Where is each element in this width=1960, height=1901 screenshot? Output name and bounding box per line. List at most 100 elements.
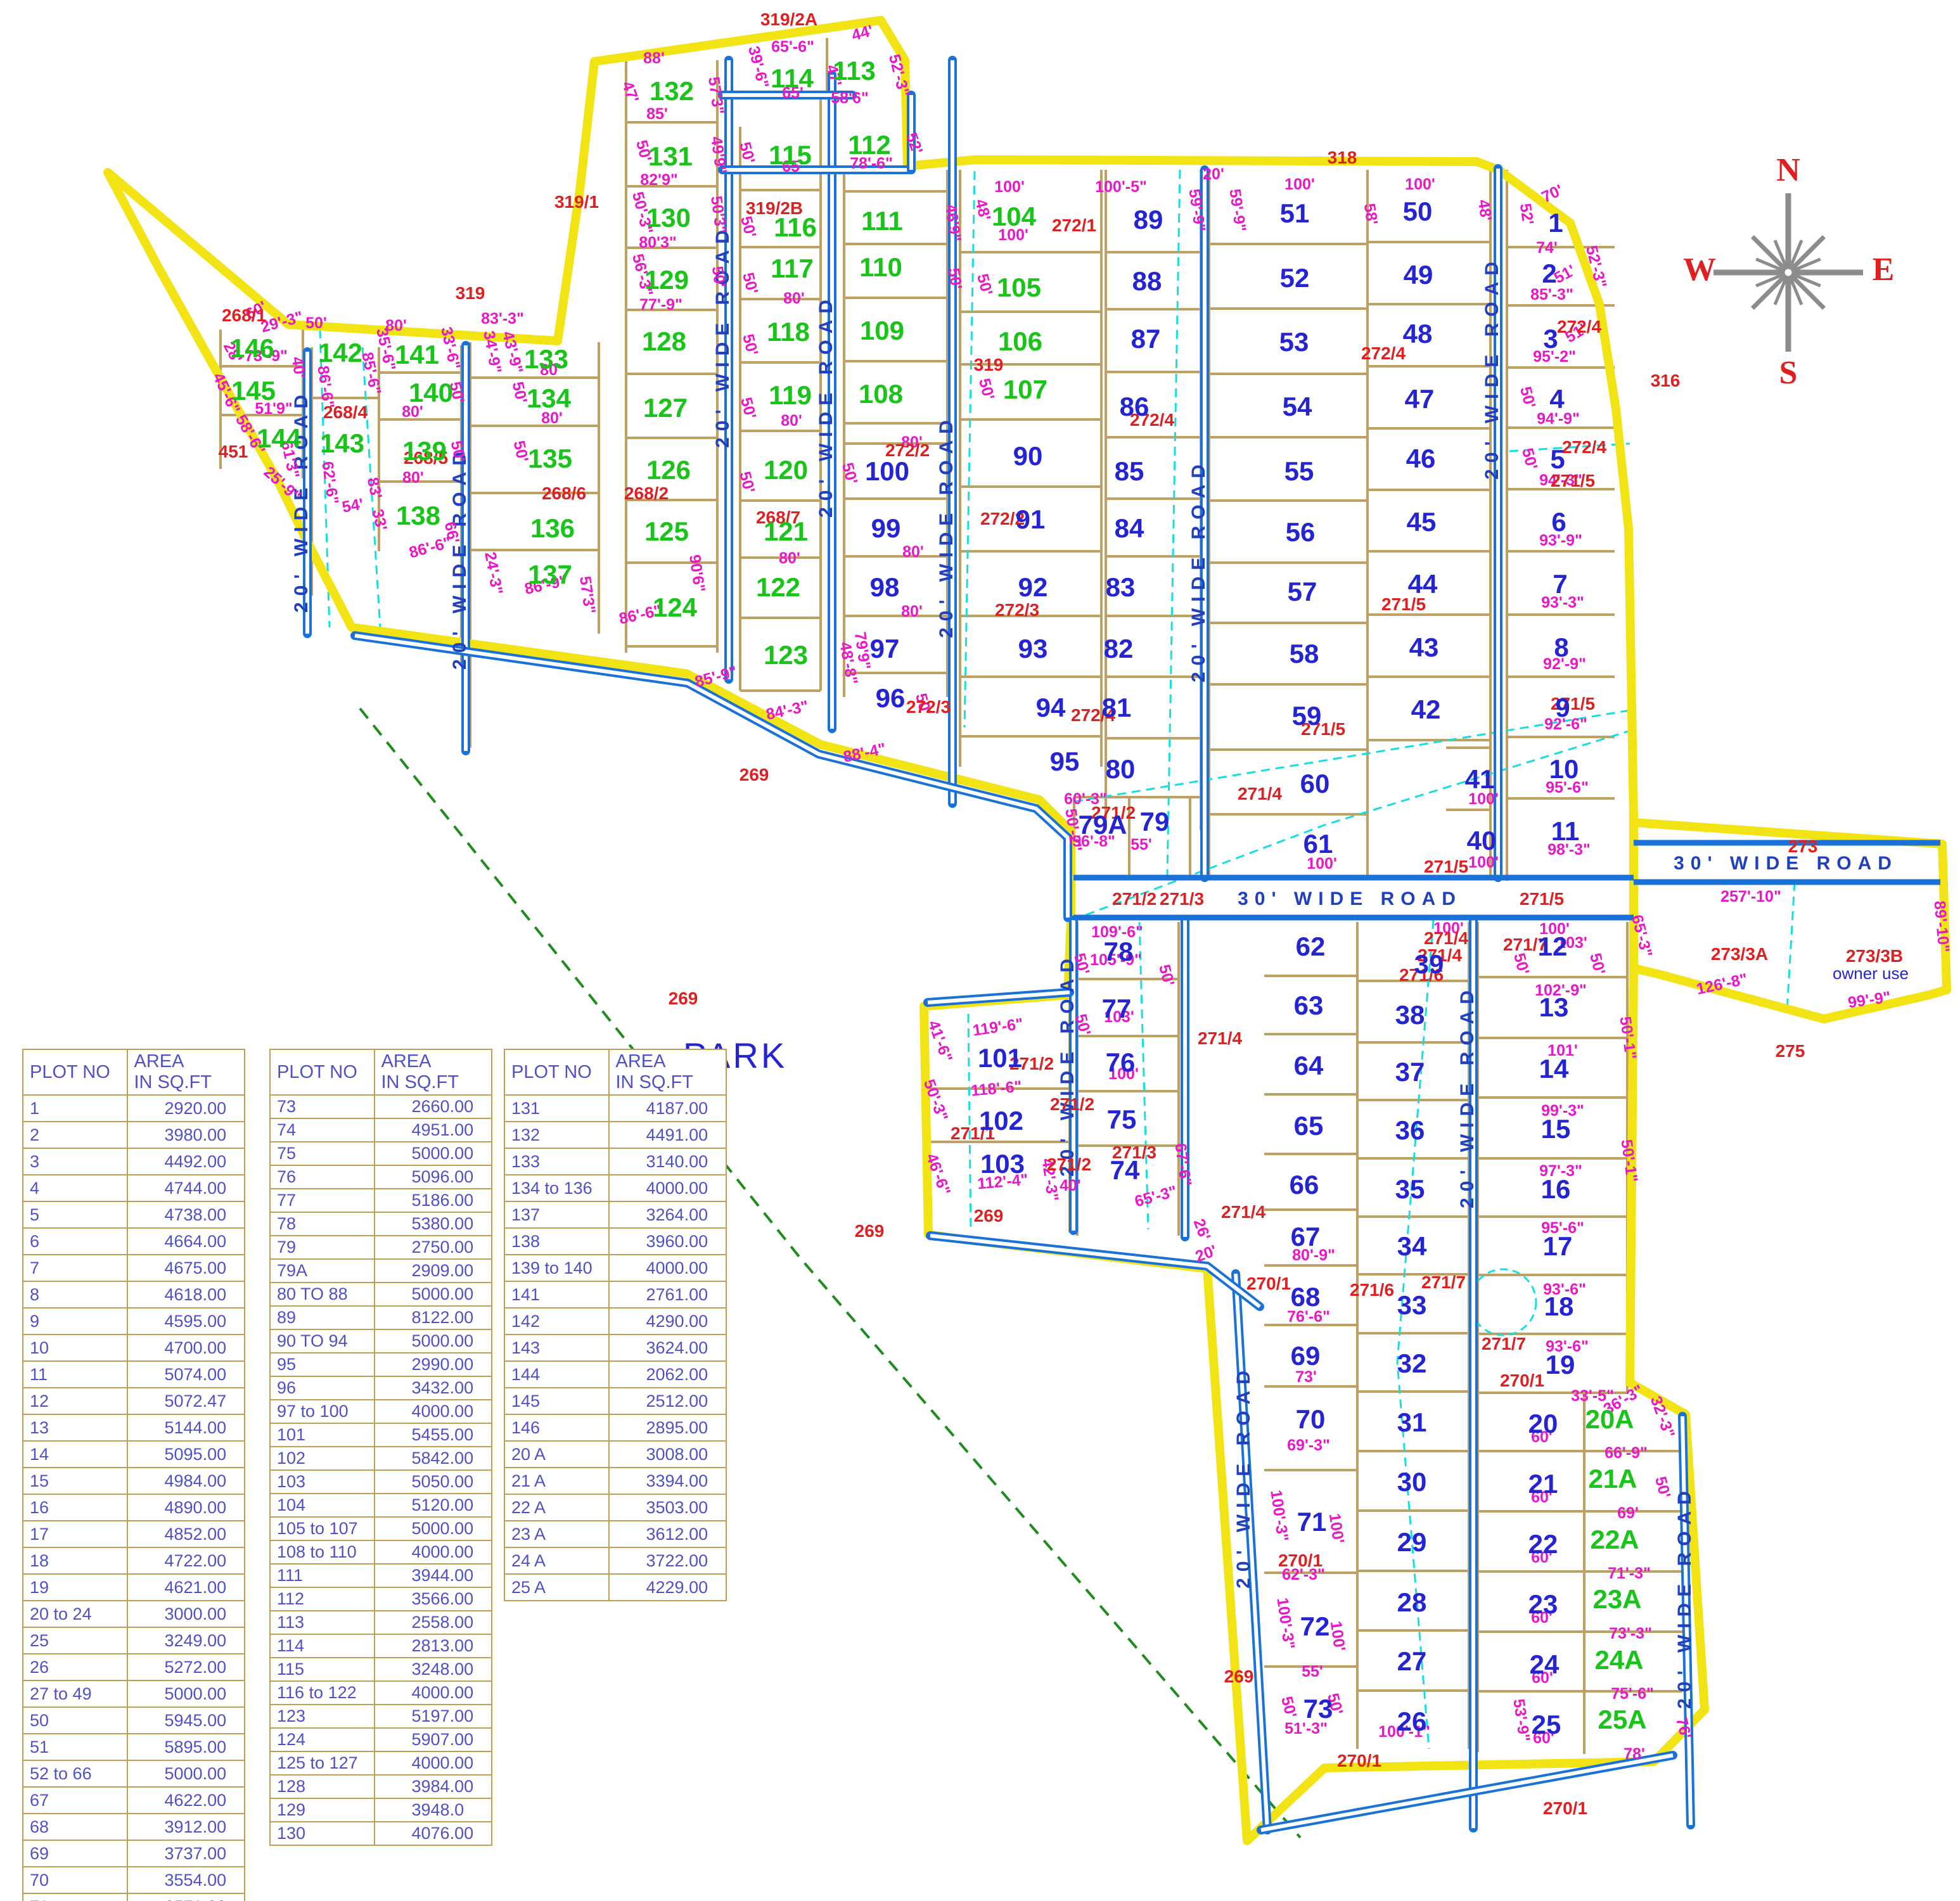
survey-number: 270/1 [1246, 1274, 1291, 1293]
plot-no-cell: 71 [22, 1893, 128, 1901]
dimension-label: 50' [510, 439, 532, 464]
plot-label-74: 74 [1110, 1155, 1140, 1185]
area-cell: 8122.00 [373, 1305, 492, 1330]
plot-label-99: 99 [871, 513, 901, 543]
plot-label-37: 37 [1395, 1057, 1425, 1087]
plot-label-113: 113 [833, 56, 876, 86]
area-cell: 3008.00 [608, 1440, 727, 1468]
survey-number: 273/3B [1846, 946, 1903, 966]
dimension-label: 103' [1104, 1008, 1134, 1026]
plot-label-73: 73 [1303, 1694, 1333, 1724]
plot-label-92: 92 [1018, 572, 1048, 602]
survey-number: 268/4 [323, 402, 368, 422]
survey-number: 272/4 [1130, 410, 1174, 430]
area-cell: 5096.00 [373, 1165, 492, 1189]
plot-no-cell: 14 [22, 1440, 128, 1468]
plot-label-114: 114 [771, 63, 814, 93]
survey-number: 271/4 [1198, 1028, 1242, 1048]
area-cell: 3912.00 [126, 1813, 245, 1841]
dimension-label: 67'-6" [1171, 1142, 1195, 1187]
plot-label-97: 97 [870, 634, 900, 663]
dimension-label: 94'-3" [1539, 471, 1582, 489]
dimension-label: 53'-9" [1509, 1698, 1533, 1743]
plot-label-31: 31 [1397, 1407, 1427, 1437]
dimension-label: 57'3" [576, 575, 599, 615]
area-cell: 4076.00 [373, 1821, 492, 1846]
area-cell: 5272.00 [126, 1653, 245, 1681]
area-cell: 5895.00 [126, 1733, 245, 1761]
plot-no-cell: 133 [504, 1148, 610, 1175]
dimension-label: 100' [1539, 920, 1570, 938]
plot-label-14: 14 [1539, 1054, 1569, 1084]
plot-label-67: 67 [1291, 1222, 1321, 1251]
plot-no-cell: 123 [269, 1704, 375, 1729]
dimension-label: 80' [901, 433, 923, 451]
survey-number: 272/4 [1562, 437, 1606, 457]
plot-no-cell: 90 TO 94 [269, 1329, 375, 1354]
plot-label-105: 105 [997, 272, 1041, 302]
plot-label-134: 134 [527, 383, 572, 413]
plot-no-cell: 96 [269, 1376, 375, 1400]
survey-number: 272/4 [1557, 317, 1601, 336]
plot-label-123: 123 [764, 640, 808, 670]
dimension-label: 109'-6" [1091, 923, 1143, 941]
plot-label-106: 106 [998, 326, 1042, 356]
plot-label-46: 46 [1406, 444, 1436, 473]
area-cell: 4890.00 [126, 1494, 245, 1521]
road-label: 20' WIDE ROAD [1188, 458, 1209, 682]
col-header-plot-no: PLOT NO [269, 1049, 375, 1096]
dimension-label: 73'-3" [1609, 1625, 1652, 1642]
plot-no-cell: 125 to 127 [269, 1751, 375, 1776]
plot-label-82: 82 [1104, 634, 1134, 663]
area-cell: 4984.00 [126, 1467, 245, 1495]
dimension-label: 50' [1516, 385, 1539, 410]
plot-label-12: 12 [1538, 931, 1568, 961]
plot-no-cell: 67 [22, 1786, 128, 1814]
dimension-label: 100' [1327, 1620, 1348, 1652]
plot-label-136: 136 [530, 513, 575, 543]
plot-no-cell: 95 [269, 1352, 375, 1377]
area-cell: 4491.00 [608, 1121, 727, 1149]
dimension-label: 80' [902, 543, 924, 561]
dimension-label: 40' [288, 355, 309, 379]
plot-no-cell: 124 [269, 1727, 375, 1752]
survey-number: 268/2 [624, 483, 669, 503]
plot-label-2: 2 [1542, 259, 1556, 288]
plot-label-71: 71 [1297, 1507, 1327, 1537]
plot-label-80: 80 [1106, 754, 1136, 784]
survey-number: 319 [974, 355, 1004, 374]
road-center [354, 634, 1070, 918]
dimension-label: 50' [739, 332, 761, 357]
plot-label-69: 69 [1291, 1341, 1321, 1371]
survey-number: 270/1 [1500, 1371, 1544, 1390]
plot-no-cell: 138 [504, 1227, 610, 1255]
plot-no-cell: 6 [22, 1227, 128, 1255]
plot-label-19: 19 [1546, 1350, 1575, 1379]
plot-no-cell: 23 A [504, 1520, 610, 1548]
plot-label-121: 121 [764, 516, 808, 546]
plot-no-cell: 9 [22, 1307, 128, 1335]
survey-number: 268/6 [542, 483, 586, 503]
area-cell: 5144.00 [126, 1414, 245, 1442]
plot-no-cell: 75 [269, 1141, 375, 1166]
survey-number: 269 [974, 1206, 1004, 1226]
plot-label-140: 140 [409, 378, 453, 407]
survey-number: 271/6 [1399, 965, 1444, 985]
plot-no-cell: 3 [22, 1148, 128, 1175]
plot-label-63: 63 [1294, 990, 1324, 1020]
col-header-plot-no: PLOT NO [22, 1049, 128, 1096]
plot-no-cell: 19 [22, 1573, 128, 1601]
survey-number: 268/1 [222, 305, 266, 325]
plot-label-41: 41 [1465, 764, 1495, 794]
